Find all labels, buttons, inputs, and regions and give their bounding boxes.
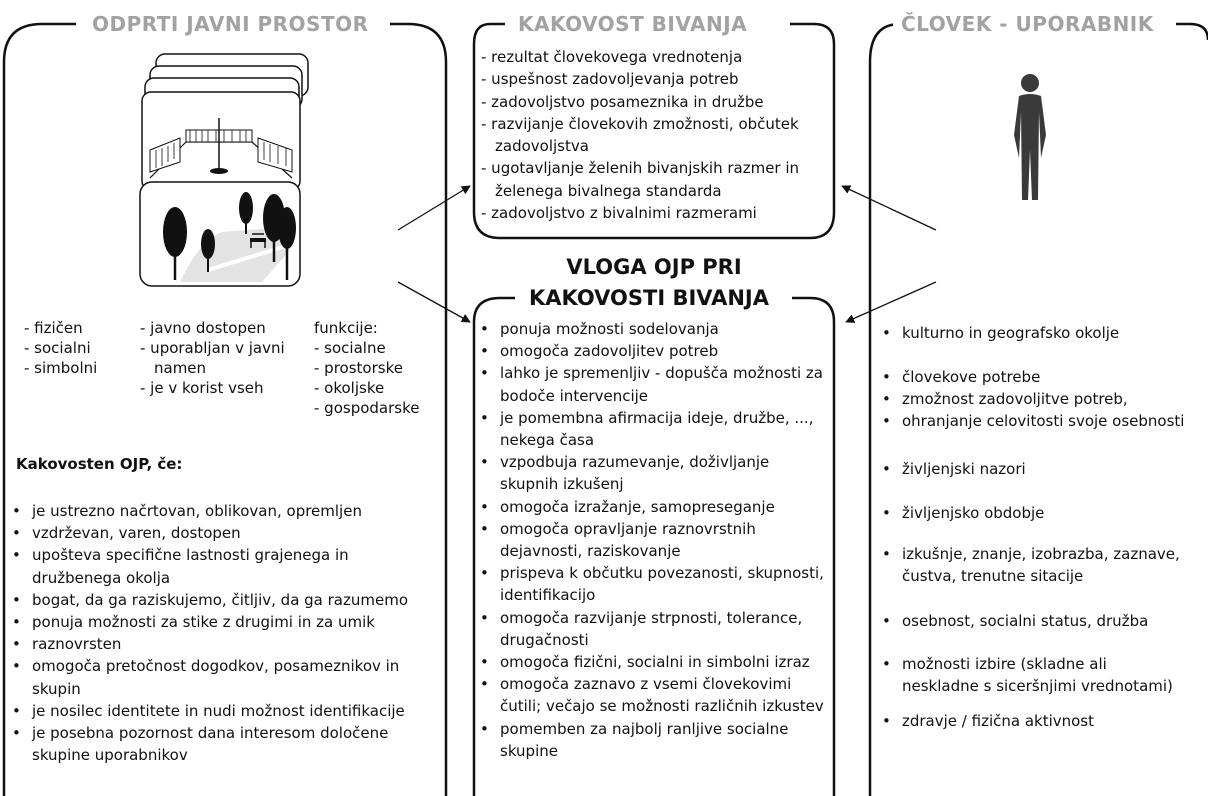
center-top-item: - rezultat človekovega vrednotenja: [481, 48, 743, 66]
left-col3: funkcije: - socialne - prostorske - okol…: [314, 318, 419, 418]
user-factor-item: človekove potrebe: [880, 366, 1208, 388]
right-group-lifestage: življenjsko obdobje: [880, 502, 1208, 524]
center-bottom-list: ponuja možnosti sodelovanja omogoča zado…: [478, 318, 834, 762]
quality-heading: Kakovosten OJP, če:: [16, 455, 183, 473]
quality-item: je nosilec identitete in nudi možnost id…: [10, 700, 442, 722]
center-top-item: - zadovoljstvo posameznika in družbe: [481, 92, 764, 111]
center-top-title: KAKOVOST BIVANJA: [510, 12, 756, 36]
quality-item: upošteva specifične lastnosti grajenega …: [10, 544, 442, 588]
left-col3-item: - prostorske: [314, 359, 403, 377]
left-col2-item: - uporabljan v javni: [140, 339, 285, 357]
left-col2-item: - je v korist vseh: [140, 379, 264, 397]
right-group-personality: osebnost, socialni status, družba: [880, 610, 1208, 632]
role-item: omogoča izražanje, samopreseganje: [478, 496, 834, 518]
role-item: omogoča fizični, socialni in simbolni iz…: [478, 651, 834, 673]
user-factor-item: možnosti izbire (skladne ali neskladne s…: [880, 653, 1208, 697]
center-top-box-border: [472, 22, 836, 240]
user-factor-item: ohranjanje celovitosti svoje osebnosti: [880, 410, 1208, 432]
quality-item: ponuja možnosti za stike z drugimi in za…: [10, 611, 442, 633]
right-group-experience: izkušnje, znanje, izobrazba, zaznave, ču…: [880, 543, 1208, 587]
user-factor-item: kulturno in geografsko okolje: [880, 322, 1208, 344]
right-group-culture: kulturno in geografsko okolje: [880, 322, 1208, 344]
center-top-list: - rezultat človekovega vrednotenja - usp…: [481, 46, 831, 224]
quality-item: omogoča pretočnost dogodkov, posamezniko…: [10, 655, 442, 699]
quality-item: vzdrževan, varen, dostopen: [10, 522, 442, 544]
right-box-title: ČLOVEK - UPORABNIK: [893, 12, 1162, 36]
role-item: omogoča zadovoljitev potreb: [478, 340, 834, 362]
left-col1: - fizičen - socialni - simbolni: [24, 318, 97, 378]
user-factor-item: zdravje / fizična aktivnost: [880, 710, 1208, 732]
arrow-left-to-top: [397, 185, 471, 231]
role-item: omogoča opravljanje raznovrstnih dejavno…: [478, 518, 834, 562]
center-top-item: - zadovoljstvo z bivalnimi razmerami: [481, 204, 757, 223]
public-square-icon: [139, 53, 309, 287]
center-top-item: - uspešnost zadovoljevanja potreb: [481, 70, 739, 89]
quality-item: bogat, da ga raziskujemo, čitljiv, da ga…: [10, 589, 442, 611]
role-item: omogoča razvijanje strpnosti, tolerance,…: [478, 607, 834, 651]
left-col2: - javno dostopen - uporabljan v javni na…: [140, 318, 285, 398]
role-item: vzpodbuja razumevanje, doživljanje skupn…: [478, 451, 834, 495]
arrow-left-to-bottom: [397, 281, 471, 323]
left-col2-item: - javno dostopen: [140, 319, 266, 337]
user-factor-item: življenjski nazori: [880, 458, 1208, 480]
arrow-right-to-top: [841, 185, 937, 231]
quality-item: raznovrsten: [10, 633, 442, 655]
left-col3-item: funkcije:: [314, 319, 378, 337]
quality-item: je posebna pozornost dana interesom dolo…: [10, 722, 442, 766]
person-silhouette-icon: [1014, 74, 1046, 200]
center-bottom-title-line2: KAKOVOSTI BIVANJA: [521, 282, 777, 314]
left-col1-item: - fizičen: [24, 319, 83, 337]
left-col2-item: namen: [154, 359, 207, 377]
quality-list: je ustrezno načrtovan, oblikovan, opreml…: [10, 500, 442, 766]
right-group-choice: možnosti izbire (skladne ali neskladne s…: [880, 653, 1208, 697]
right-group-health: zdravje / fizična aktivnost: [880, 710, 1208, 732]
left-box-title: ODPRTI JAVNI PROSTOR: [84, 12, 377, 36]
role-item: prispeva k občutku povezanosti, skupnost…: [478, 562, 834, 606]
user-factor-item: izkušnje, znanje, izobrazba, zaznave, ču…: [880, 543, 1208, 587]
role-item: pomemben za najbolj ranljive socialne sk…: [478, 718, 834, 762]
left-col3-item: - socialne: [314, 339, 386, 357]
role-item: ponuja možnosti sodelovanja: [478, 318, 834, 340]
user-factor-item: osebnost, socialni status, družba: [880, 610, 1208, 632]
arrow-right-to-bottom: [845, 281, 937, 323]
right-group-needs: človekove potrebe zmožnost zadovoljitve …: [880, 366, 1208, 432]
center-bottom-box-border: [472, 296, 836, 796]
left-col1-item: - simbolni: [24, 359, 98, 377]
left-box-border: [2, 22, 448, 796]
center-top-item: - razvijanje človekovih zmožnosti, občut…: [481, 114, 799, 156]
role-item: je pomembna afirmacija ideje, družbe, ..…: [478, 407, 834, 451]
left-col3-item: - gospodarske: [314, 399, 420, 417]
user-factor-item: zmožnost zadovoljitve potreb,: [880, 388, 1208, 410]
left-col3-item: - okoljske: [314, 379, 385, 397]
quality-item: je ustrezno načrtovan, oblikovan, opreml…: [10, 500, 442, 522]
role-item: lahko je spremenljiv - dopušča možnosti …: [478, 362, 834, 406]
center-bottom-title-line1: VLOGA OJP PRI: [566, 255, 742, 279]
role-item: omogoča zaznavo z vsemi človekovimi čuti…: [478, 673, 834, 717]
right-group-views: življenjski nazori: [880, 458, 1208, 480]
user-factor-item: življenjsko obdobje: [880, 502, 1208, 524]
center-top-item: - ugotavljanje želenih bivanjskih razmer…: [481, 159, 800, 200]
left-col1-item: - socialni: [24, 339, 91, 357]
